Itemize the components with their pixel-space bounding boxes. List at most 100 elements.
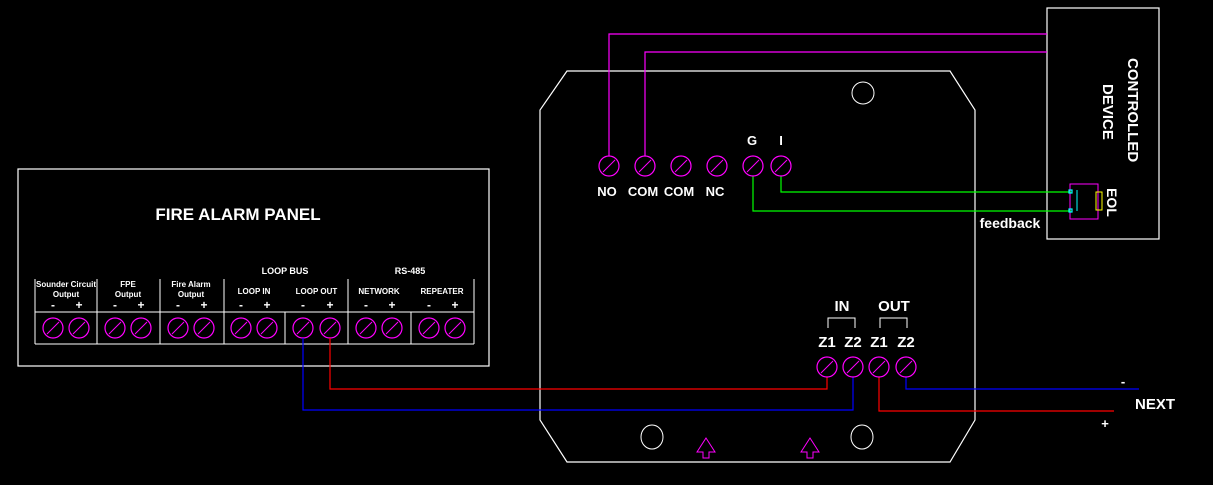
minus-label: - xyxy=(113,298,117,312)
screw-terminal-icon xyxy=(167,317,189,339)
panel-section-label: NETWORK xyxy=(358,287,400,296)
panel-terminal-negative xyxy=(230,317,252,339)
wire-next-positive xyxy=(878,377,1114,412)
mounting-hole-icon xyxy=(850,424,874,450)
relay-terminal xyxy=(670,155,692,177)
screw-slot xyxy=(774,159,788,173)
screw-slot xyxy=(710,159,724,173)
wire-loop-out-negative xyxy=(302,338,854,411)
wire-no xyxy=(608,33,1047,156)
screw-slot xyxy=(72,321,86,335)
panel-section-sublabel: Output xyxy=(178,290,205,299)
zone-terminal xyxy=(842,356,864,378)
contact-point xyxy=(1068,189,1073,194)
panel-section-label: Sounder Circuit xyxy=(36,280,96,289)
loop-bus-label: LOOP BUS xyxy=(262,266,309,276)
next-plus: + xyxy=(1101,416,1109,431)
minus-label: - xyxy=(301,298,305,312)
minus-label: - xyxy=(51,298,55,312)
screw-terminal-icon xyxy=(418,317,440,339)
plus-label: + xyxy=(75,298,82,312)
screw-terminal-icon xyxy=(230,317,252,339)
panel-terminal-positive xyxy=(319,317,341,339)
eol-label: EOL xyxy=(1104,188,1120,217)
screw-slot xyxy=(171,321,185,335)
minus-label: - xyxy=(364,298,368,312)
screw-slot xyxy=(359,321,373,335)
screw-slot xyxy=(46,321,60,335)
screw-slot xyxy=(602,159,616,173)
minus-label: - xyxy=(239,298,243,312)
zone-in-label: IN xyxy=(835,298,850,315)
relay-terminal xyxy=(706,155,728,177)
minus-label: - xyxy=(176,298,180,312)
screw-slot xyxy=(872,360,886,374)
controlled-device: CONTROLLED DEVICE EOL feedback xyxy=(980,7,1160,240)
zone-terminal-label: Z2 xyxy=(844,334,862,351)
terminal-label-g: G xyxy=(747,133,757,148)
screw-slot xyxy=(260,321,274,335)
rs485-label: RS-485 xyxy=(395,266,426,276)
minus-label: - xyxy=(427,298,431,312)
screw-terminal-icon xyxy=(742,155,764,177)
eol-resistor-icon xyxy=(1095,191,1103,211)
panel-terminal-negative xyxy=(355,317,377,339)
panel-terminal-positive xyxy=(193,317,215,339)
panel-section-sublabel: Output xyxy=(53,290,80,299)
screw-terminal-icon xyxy=(706,155,728,177)
screw-slot xyxy=(820,360,834,374)
screw-terminal-icon xyxy=(895,356,917,378)
panel-terminal-negative xyxy=(104,317,126,339)
panel-section-sublabel: Output xyxy=(115,290,142,299)
module-outline xyxy=(539,70,976,463)
panel-section-label: REPEATER xyxy=(421,287,464,296)
screw-slot xyxy=(134,321,148,335)
panel-section-label: Fire Alarm xyxy=(171,280,210,289)
screw-terminal-icon xyxy=(104,317,126,339)
zone-terminal xyxy=(895,356,917,378)
screw-slot xyxy=(323,321,337,335)
relay-terminal-label: COM xyxy=(628,184,658,199)
screw-terminal-icon xyxy=(42,317,64,339)
wire-com xyxy=(644,51,1047,156)
wire-feedback-g xyxy=(752,176,1071,212)
panel-terminal-positive xyxy=(444,317,466,339)
feedback-label: feedback xyxy=(980,215,1041,231)
screw-terminal-icon xyxy=(444,317,466,339)
screw-terminal-icon xyxy=(868,356,890,378)
panel-outline xyxy=(17,168,490,367)
plus-label: + xyxy=(137,298,144,312)
wires xyxy=(302,33,1139,412)
panel-section-label: FPE xyxy=(120,280,136,289)
panel-title: FIRE ALARM PANEL xyxy=(155,205,320,224)
out-bracket xyxy=(879,317,908,328)
device-outline xyxy=(1046,7,1160,240)
screw-slot xyxy=(197,321,211,335)
plus-label: + xyxy=(263,298,270,312)
screw-terminal-icon xyxy=(130,317,152,339)
relay-terminal-label: NC xyxy=(706,184,725,199)
plus-label: + xyxy=(200,298,207,312)
wire-next-negative xyxy=(905,377,1139,390)
relay-terminal-label: COM xyxy=(664,184,694,199)
screw-terminal-icon xyxy=(634,155,656,177)
panel-section-label: LOOP IN xyxy=(238,287,271,296)
mounting-hole-icon xyxy=(851,81,875,105)
device-label-line2: DEVICE xyxy=(1099,84,1116,140)
plus-label: + xyxy=(326,298,333,312)
zone-terminal xyxy=(816,356,838,378)
screw-slot xyxy=(385,321,399,335)
fire-alarm-panel: FIRE ALARM PANEL LOOP BUS RS-485 Sounder… xyxy=(17,168,490,367)
screw-slot xyxy=(899,360,913,374)
panel-terminal-negative xyxy=(42,317,64,339)
screw-terminal-icon xyxy=(381,317,403,339)
panel-terminal-positive xyxy=(256,317,278,339)
screw-slot xyxy=(746,159,760,173)
screw-slot xyxy=(846,360,860,374)
panel-terminal-positive xyxy=(68,317,90,339)
zone-terminal xyxy=(868,356,890,378)
screw-terminal-icon xyxy=(816,356,838,378)
relay-terminal xyxy=(634,155,656,177)
screw-terminal-icon xyxy=(598,155,620,177)
